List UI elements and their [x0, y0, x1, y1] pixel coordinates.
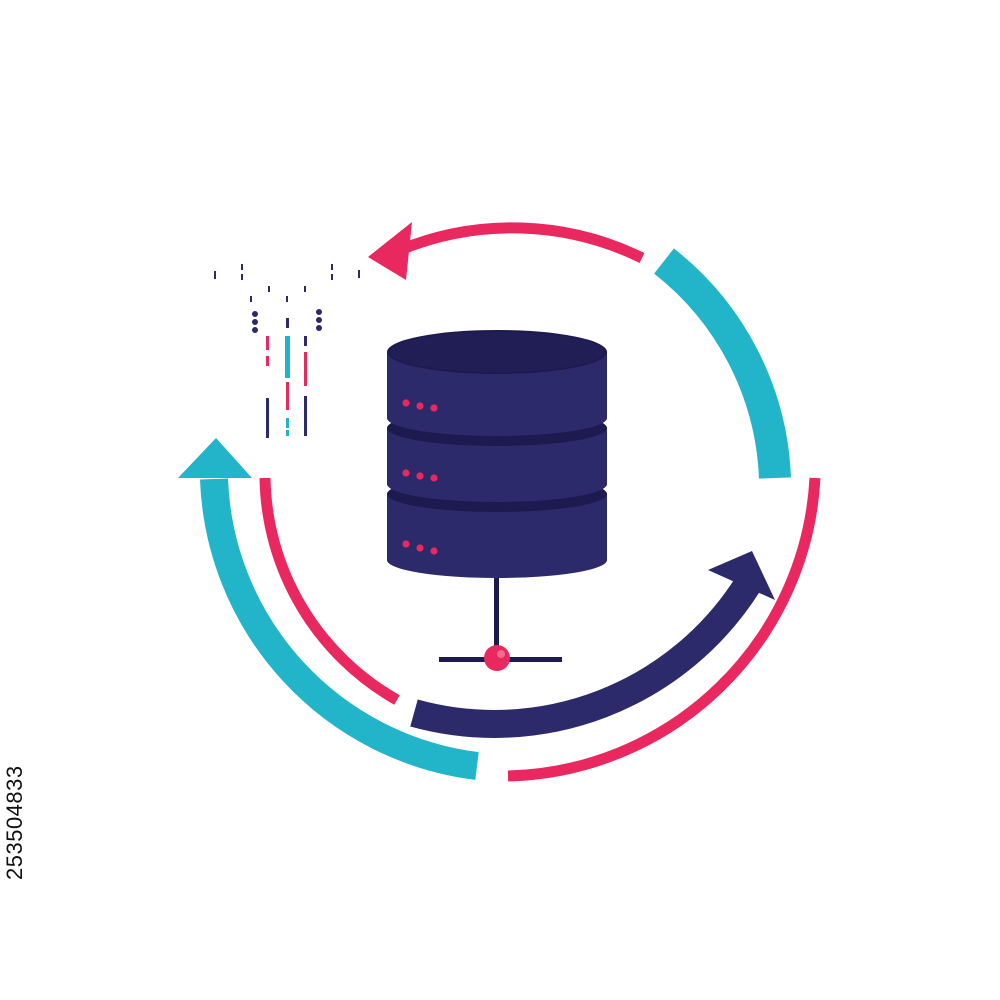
database-server-icon: [387, 330, 607, 578]
binary-data-stream-icon: [214, 264, 360, 438]
inner-left-arc: [259, 477, 400, 705]
network-connector-icon: [439, 578, 562, 671]
bottom-arrow-arc: [410, 576, 760, 738]
status-lights: [402, 399, 438, 555]
right-arc: [654, 248, 791, 479]
left-arrow-arc: [200, 478, 479, 780]
circular-sync-arrows-icon: [178, 222, 821, 782]
top-arrowhead: [368, 222, 412, 280]
bottom-arrowhead: [708, 551, 775, 600]
left-arrowhead: [178, 438, 252, 478]
stock-id-label: 253504833: [2, 765, 27, 880]
top-arrow-arc: [397, 222, 645, 263]
right-lower-arc: [507, 477, 821, 782]
